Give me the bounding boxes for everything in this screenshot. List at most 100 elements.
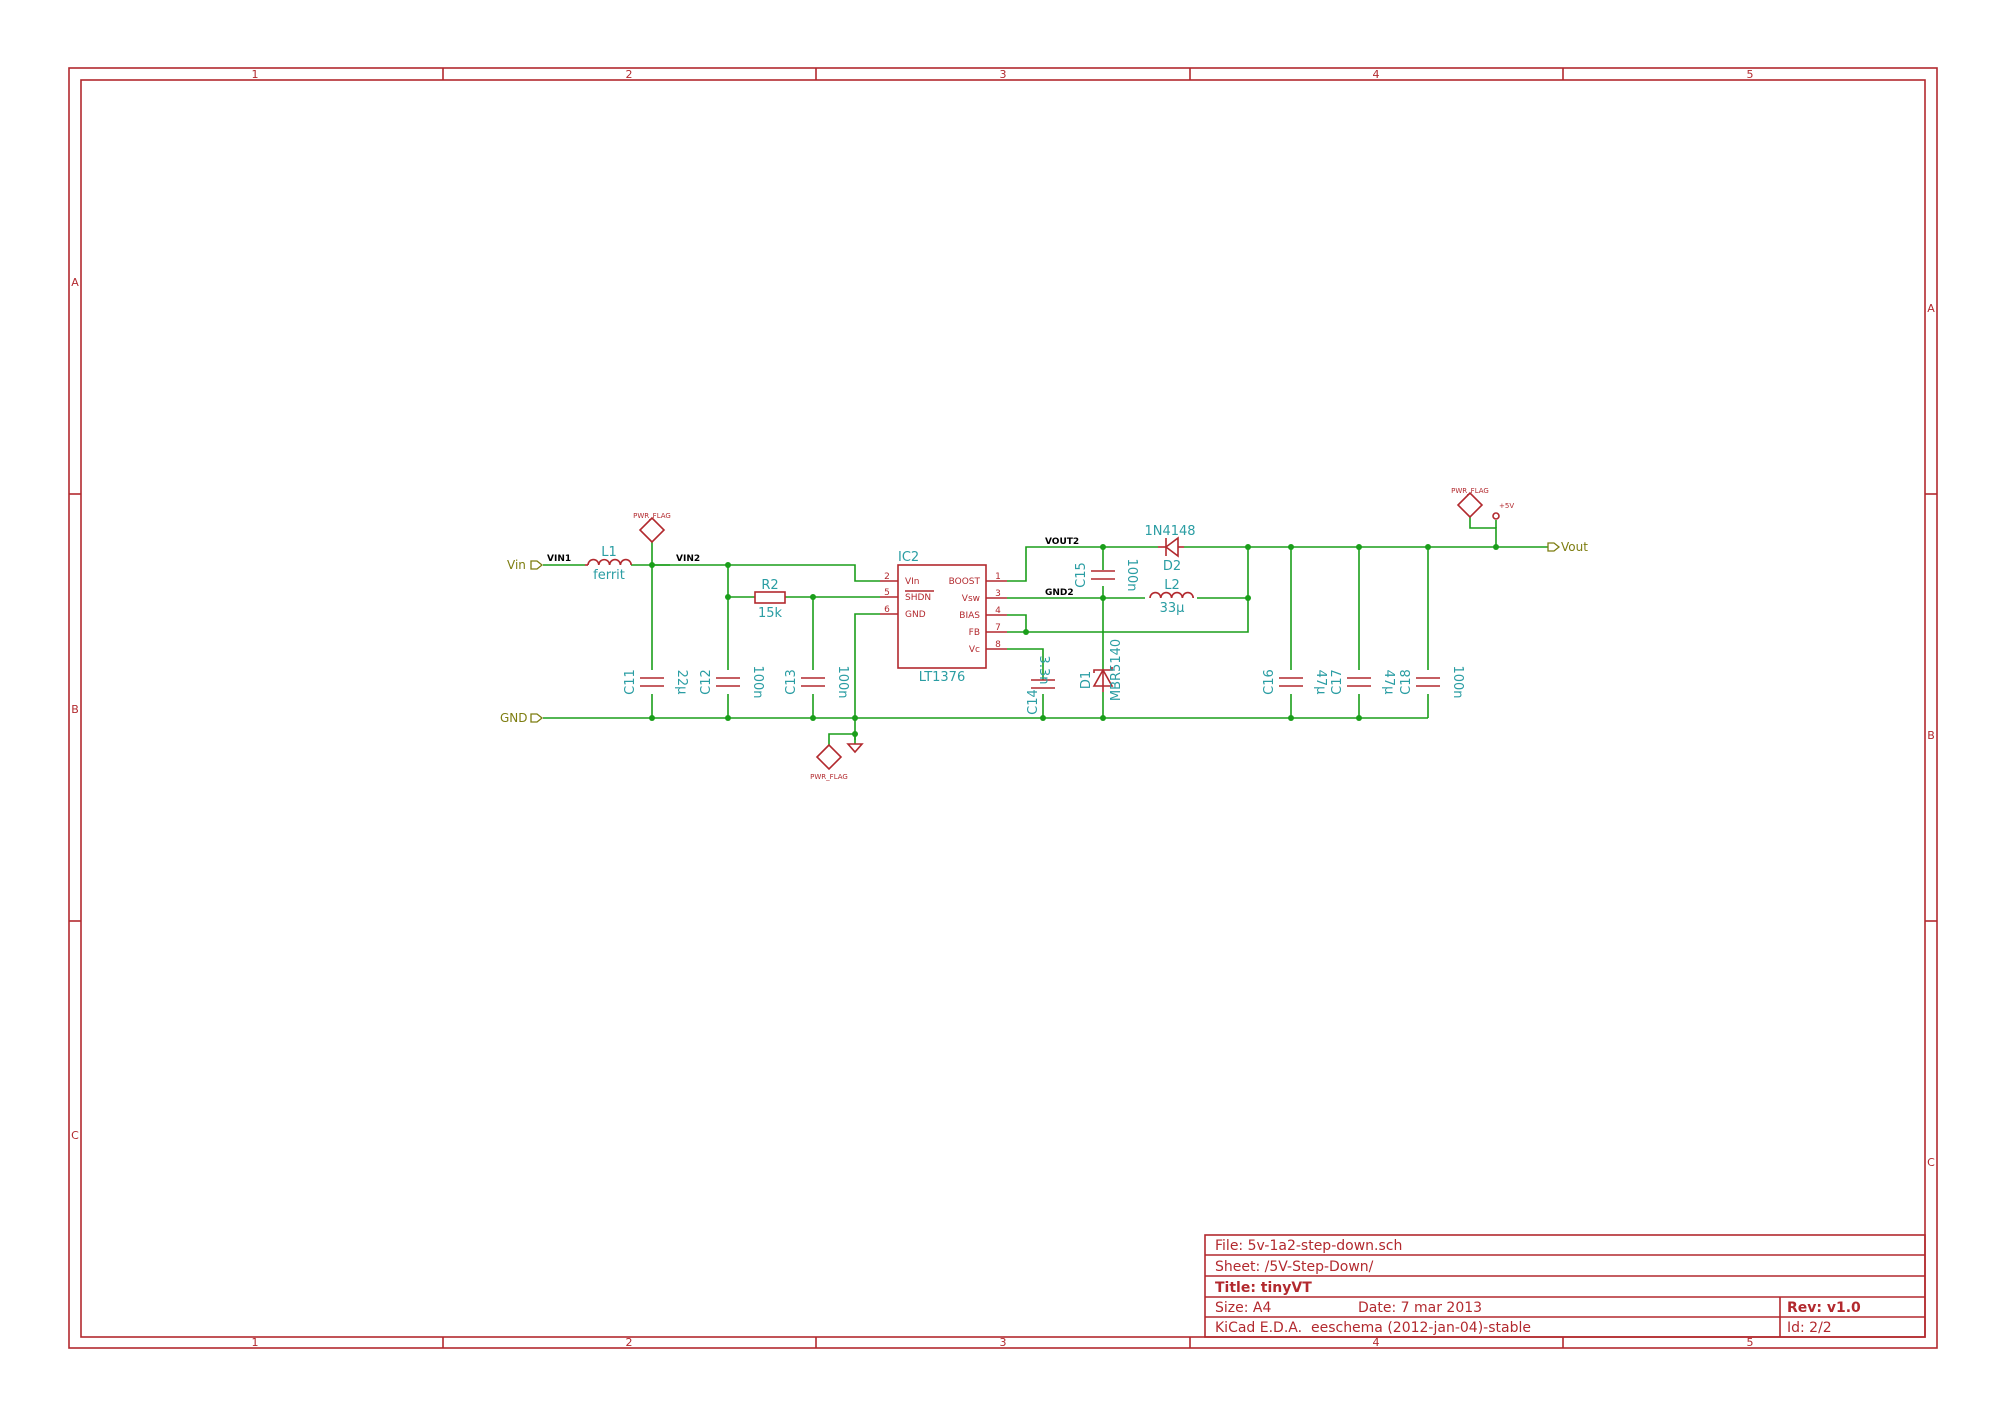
capacitor-c13[interactable]: C13 100n xyxy=(784,665,850,698)
pwr-flag-vout-label: PWR_FLAG xyxy=(1451,487,1489,495)
l1-ref: L1 xyxy=(601,545,617,560)
port-gnd-label: GND xyxy=(500,711,528,725)
port-gnd[interactable]: GND xyxy=(500,711,544,725)
port-vout-label: Vout xyxy=(1561,540,1588,554)
ic2-pin-num-7: 7 xyxy=(995,623,1001,633)
ic2-pin-num-8: 8 xyxy=(995,640,1001,650)
ic2-pin-name-shdn: SHDN xyxy=(905,593,931,603)
c14-value: 3.3n xyxy=(1036,656,1051,685)
title-block-sheet: Sheet: /5V-Step-Down/ xyxy=(1215,1259,1374,1275)
zone-col-bottom-1: 1 xyxy=(252,1336,259,1349)
c12-value: 100n xyxy=(750,665,765,698)
c17-ref: C17 xyxy=(1330,669,1345,695)
net-label-vout2: VOUT2 xyxy=(1045,537,1079,547)
d1-value: MBR5140 xyxy=(1109,639,1124,701)
zone-row-right-a: A xyxy=(1927,302,1935,315)
pwr-flag-vin-label: PWR_FLAG xyxy=(633,512,671,520)
c18-ref: C18 xyxy=(1399,669,1414,695)
zone-row-left-a: A xyxy=(71,276,79,289)
zone-col-bottom-5: 5 xyxy=(1747,1336,1754,1349)
junctions xyxy=(649,544,1499,737)
title-block-file: File: 5v-1a2-step-down.sch xyxy=(1215,1238,1402,1254)
capacitor-c18[interactable]: C18 100n xyxy=(1399,665,1465,698)
ic2-pin-name-gnd: GND xyxy=(905,610,926,620)
c11-ref: C11 xyxy=(623,669,638,695)
title-block: File: 5v-1a2-step-down.sch Sheet: /5V-St… xyxy=(1204,1234,1926,1338)
title-block-tool: KiCad E.D.A. eeschema (2012-jan-04)-stab… xyxy=(1215,1320,1531,1336)
title-block-rev: Rev: v1.0 xyxy=(1787,1300,1861,1316)
l2-ref: L2 xyxy=(1164,578,1180,593)
capacitor-c16[interactable]: C16 47µ xyxy=(1262,669,1328,695)
zone-col-bottom-3: 3 xyxy=(1000,1336,1007,1349)
port-vout[interactable]: Vout xyxy=(1547,540,1588,554)
zone-col-top-4: 4 xyxy=(1373,68,1380,81)
d1-ref: D1 xyxy=(1079,671,1094,689)
c14-ref: C14 xyxy=(1026,689,1041,715)
plus5v-symbol: +5V xyxy=(1492,502,1514,520)
ground-symbol xyxy=(846,743,864,754)
title-block-title: Title: tinyVT xyxy=(1215,1280,1312,1296)
resistor-r2[interactable]: R2 15k xyxy=(754,578,786,621)
c12-ref: C12 xyxy=(699,669,714,695)
zone-col-bottom-4: 4 xyxy=(1373,1336,1380,1349)
port-vin[interactable]: Vin xyxy=(507,558,544,572)
ic2-pin-name-bias: BIAS xyxy=(959,611,980,621)
ic2-pin-num-5: 5 xyxy=(884,588,890,598)
zone-col-top-5: 5 xyxy=(1747,68,1754,81)
zone-col-top-2: 2 xyxy=(626,68,633,81)
ic2-ref: IC2 xyxy=(898,550,919,565)
zone-col-bottom-2: 2 xyxy=(626,1336,633,1349)
inductor-l2[interactable]: L2 33µ xyxy=(1149,578,1194,616)
plus5v-label: +5V xyxy=(1499,502,1514,510)
capacitor-c15[interactable]: C15 100n xyxy=(1074,558,1139,591)
net-label-gnd2: GND2 xyxy=(1045,588,1074,598)
ic-ic2[interactable]: IC2 LT1376 2 5 6 VIn SHDN GND 1 3 4 7 8 … xyxy=(880,550,1007,685)
zone-col-top-3: 3 xyxy=(1000,68,1007,81)
zone-row-left-c: C xyxy=(71,1129,79,1142)
ic2-value: LT1376 xyxy=(919,670,965,685)
d2-value: 1N4148 xyxy=(1144,524,1195,539)
pwr-flag-vin: PWR_FLAG xyxy=(633,512,671,544)
capacitor-c11[interactable]: C11 22µ xyxy=(623,669,689,695)
ic2-pin-num-2: 2 xyxy=(884,572,890,582)
pwr-flag-gnd: PWR_FLAG xyxy=(810,743,848,781)
ic2-pin-num-4: 4 xyxy=(995,606,1001,616)
title-block-size: Size: A4 xyxy=(1215,1300,1271,1316)
zone-row-left-b: B xyxy=(71,703,79,716)
capacitor-c12[interactable]: C12 100n xyxy=(699,665,765,698)
sheet-frame xyxy=(68,67,1938,1349)
diode-d2[interactable]: 1N4148 D2 xyxy=(1144,524,1195,574)
ic2-pin-name-fb: FB xyxy=(969,628,980,638)
ic2-pin-num-6: 6 xyxy=(884,605,890,615)
inductor-l1[interactable]: L1 ferrit xyxy=(585,545,632,583)
net-label-vin1: VIN1 xyxy=(547,554,571,564)
title-block-id: Id: 2/2 xyxy=(1787,1320,1832,1336)
c16-ref: C16 xyxy=(1262,669,1277,695)
capacitor-c17[interactable]: C17 47µ xyxy=(1330,669,1396,695)
r2-ref: R2 xyxy=(761,578,778,593)
ic2-pin-num-3: 3 xyxy=(995,589,1001,599)
c17-value: 47µ xyxy=(1381,670,1396,695)
net-label-vin2: VIN2 xyxy=(676,554,700,564)
port-vin-label: Vin xyxy=(507,558,526,572)
zone-labels: 1 2 3 4 5 1 2 3 4 5 A B C A B C xyxy=(71,68,1935,1349)
zone-col-top-1: 1 xyxy=(252,68,259,81)
c15-ref: C15 xyxy=(1074,562,1089,588)
l1-value: ferrit xyxy=(593,568,625,583)
d2-ref: D2 xyxy=(1163,559,1181,574)
ic2-pin-num-1: 1 xyxy=(995,572,1001,582)
ic2-pin-name-vc: Vc xyxy=(969,645,980,655)
zone-row-right-c: C xyxy=(1927,1156,1935,1169)
capacitor-c14[interactable]: C14 3.3n xyxy=(1026,656,1055,715)
c16-value: 47µ xyxy=(1313,670,1328,695)
title-block-date: Date: 7 mar 2013 xyxy=(1358,1300,1482,1316)
diode-d1[interactable]: D1 MBR5140 xyxy=(1079,639,1124,701)
pwr-flag-gnd-label: PWR_FLAG xyxy=(810,773,848,781)
wires xyxy=(543,517,1548,745)
c15-value: 100n xyxy=(1124,558,1139,591)
l2-value: 33µ xyxy=(1160,601,1185,616)
c11-value: 22µ xyxy=(674,670,689,695)
r2-value: 15k xyxy=(758,606,783,621)
ic2-pin-name-vin: VIn xyxy=(905,577,920,587)
